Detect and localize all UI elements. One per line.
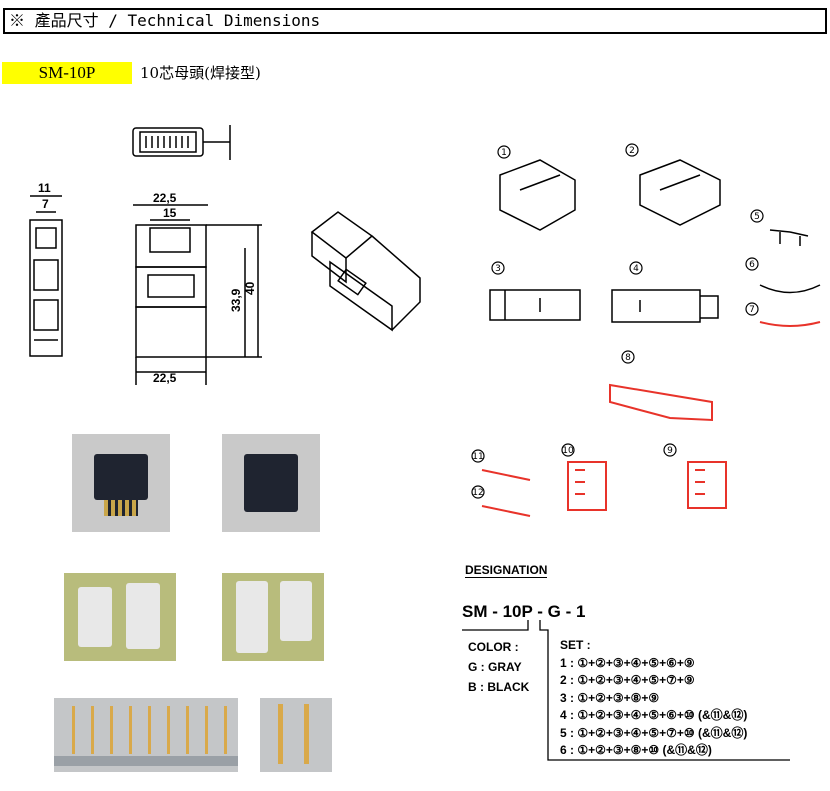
dim-11: 11: [38, 181, 51, 195]
part-1-drawing: [499, 159, 576, 231]
part-callout-2: 2: [629, 146, 635, 156]
set-title: SET :: [560, 638, 591, 652]
part-2-drawing: [639, 159, 721, 226]
set-option-6: 6 : ①+②+③+⑧+⑩ (&⑪&⑫): [560, 743, 712, 757]
part-callout-10: 10: [562, 446, 574, 456]
designation-bracket-lines: [462, 620, 790, 761]
set-option-4: 4 : ①+②+③+④+⑤+⑥+⑩ (&⑪&⑫): [560, 708, 748, 722]
set-option-5: 5 : ①+②+③+④+⑤+⑦+⑩ (&⑪&⑫): [560, 725, 748, 740]
part-7-drawing: [759, 321, 821, 327]
set-options: SET : 1 : ①+②+③+④+⑤+⑥+⑨ 2 : ①+②+③+④+⑤+⑦+…: [560, 637, 747, 760]
part-callout-9: 9: [667, 446, 673, 456]
set-option-3: 3 : ①+②+③+⑧+⑨: [560, 690, 660, 705]
photo-single-terminals: [260, 698, 332, 772]
dim-33-9: 33,9: [229, 288, 243, 312]
photo-black-connector-front: [222, 434, 320, 532]
photo-gray-housing-closed: [222, 573, 324, 661]
part-9-drawing: [687, 461, 727, 509]
photo-terminal-strip: [54, 698, 238, 772]
part-callout-1: 1: [501, 148, 507, 158]
part-12-drawing: [481, 505, 531, 517]
part-callout-8: 8: [625, 353, 631, 363]
photo-black-connector-pins: [72, 434, 170, 532]
part-4-drawing: [611, 289, 719, 323]
photo-gray-housing-open: [64, 573, 176, 661]
front-view-drawing: [133, 204, 262, 385]
part-8-drawing: [609, 383, 713, 422]
part-11-drawing: [481, 469, 531, 481]
dim-7: 7: [42, 197, 49, 211]
color-options: COLOR : G : GRAY B : BLACK: [468, 637, 529, 697]
designation-title: DESIGNATION: [465, 563, 548, 578]
part-5-drawing: [769, 229, 809, 246]
model-label: SM-10P: [2, 62, 132, 84]
part-callout-3: 3: [495, 264, 501, 274]
product-description: 10芯母頭(焊接型): [140, 64, 261, 82]
top-view-drawing: [132, 125, 231, 160]
part-callout-6: 6: [749, 260, 755, 270]
dim-22-5-bottom: 22,5: [153, 371, 177, 385]
part-callout-12: 12: [472, 488, 483, 498]
color-title: COLOR :: [468, 640, 519, 654]
part-3-drawing: [489, 289, 581, 321]
part-callout-4: 4: [633, 264, 639, 274]
isometric-drawing: [310, 211, 421, 332]
part-callout-11: 11: [472, 452, 483, 462]
set-option-1: 1 : ①+②+③+④+⑤+⑥+⑨: [560, 655, 695, 670]
side-view-drawing: [29, 195, 63, 357]
dim-15: 15: [163, 206, 177, 220]
section-header: ※ 產品尺寸 / Technical Dimensions: [3, 8, 827, 34]
dim-40: 40: [243, 281, 257, 295]
color-option-gray: G : GRAY: [468, 660, 522, 674]
set-option-2: 2 : ①+②+③+④+⑤+⑦+⑨: [560, 673, 695, 687]
part-10-drawing: [567, 461, 607, 511]
color-option-black: B : BLACK: [468, 680, 530, 694]
part-callout-7: 7: [749, 305, 755, 315]
part-callout-5: 5: [754, 212, 760, 222]
part-6-drawing: [759, 284, 821, 294]
designation-code: SM - 10P - G - 1: [462, 602, 586, 621]
dim-22-5-top: 22,5: [153, 191, 177, 205]
